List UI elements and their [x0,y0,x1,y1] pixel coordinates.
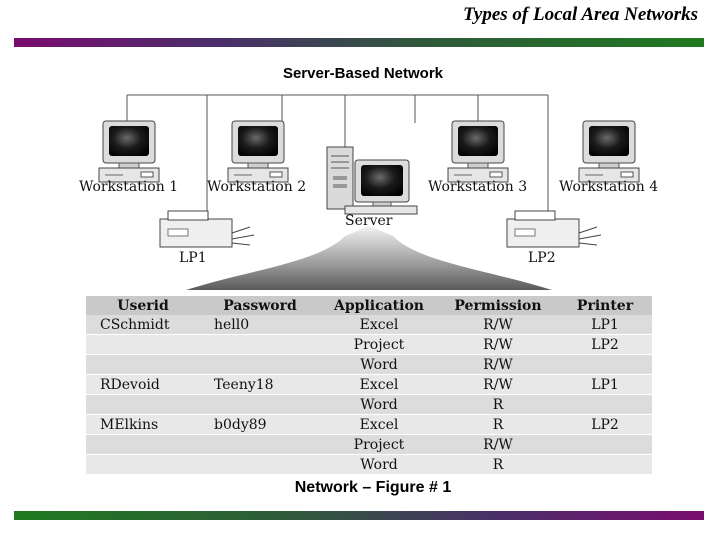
printer-cell [558,354,652,375]
table-row: MElkins b0dy89 Excel R LP2 [86,414,652,435]
slide-title: Types of Local Area Networks [463,4,698,25]
table-row: Project R/W LP2 [86,334,652,355]
table-row: Word R/W [86,354,652,375]
permission-cell: R [438,394,558,415]
permission-cell: R/W [438,374,558,395]
workstation-3-label: Workstation 3 [428,179,528,195]
application-cell: Word [320,454,438,475]
printer-cell: LP2 [558,414,652,435]
permissions-table: Userid Password Application Permission P… [86,296,652,475]
permission-cell: R/W [438,334,558,355]
password-cell [200,394,320,415]
password-cell [200,434,320,455]
workstation-4-label: Workstation 4 [559,179,659,195]
application-cell: Word [320,354,438,375]
top-divider-bar [14,38,704,47]
printer-cell [558,454,652,475]
diagram-heading: Server-Based Network [282,65,444,82]
workstation-4-computer-icon [578,120,640,183]
bottom-divider-bar [14,511,704,520]
permissions-table-container: Userid Password Application Permission P… [86,296,652,475]
column-header-password: Password [200,296,320,315]
workstation-1-label: Workstation 1 [79,179,179,195]
application-cell: Project [320,334,438,355]
userid-cell [86,394,200,415]
permission-cell: R/W [438,354,558,375]
table-row: Word R [86,454,652,475]
password-cell [200,334,320,355]
printer-lp1-icon [159,210,255,248]
password-cell [200,354,320,375]
password-cell: b0dy89 [200,414,320,435]
workstation-2-computer-icon [227,120,289,183]
server-computer-icon [326,146,418,215]
permission-cell: R [438,414,558,435]
printer-cell [558,434,652,455]
userid-cell [86,454,200,475]
permission-cell: R [438,454,558,475]
column-header-userid: Userid [86,296,200,315]
workstation-3-computer-icon [447,120,509,183]
application-cell: Project [320,434,438,455]
printer-cell: LP1 [558,374,652,395]
application-cell: Excel [320,414,438,435]
table-row: RDevoid Teeny18 Excel R/W LP1 [86,374,652,395]
printer-lp1-label: LP1 [179,250,207,266]
userid-cell: RDevoid [86,374,200,395]
table-row: Project R/W [86,434,652,455]
printer-cell: LP2 [558,334,652,355]
workstation-1-computer-icon [98,120,160,183]
table-header-row: Userid Password Application Permission P… [86,296,652,315]
column-header-application: Application [320,296,438,315]
userid-cell: MElkins [86,414,200,435]
workstation-2-label: Workstation 2 [207,179,307,195]
userid-cell: CSchmidt [86,315,200,335]
column-header-printer: Printer [558,296,652,315]
password-cell: Teeny18 [200,374,320,395]
application-cell: Word [320,394,438,415]
column-header-permission: Permission [438,296,558,315]
userid-cell [86,434,200,455]
server-label: Server [345,213,393,229]
printer-lp2-icon [506,210,602,248]
table-row: CSchmidt hell0 Excel R/W LP1 [86,315,652,335]
network-cables [126,94,549,213]
printer-cell [558,394,652,415]
printer-lp2-label: LP2 [528,250,556,266]
permission-cell: R/W [438,434,558,455]
printer-cell: LP1 [558,315,652,335]
upward-arrow-icon [186,226,552,290]
table-row: Word R [86,394,652,415]
figure-caption: Network – Figure # 1 [294,479,452,496]
application-cell: Excel [320,374,438,395]
password-cell: hell0 [200,315,320,335]
application-cell: Excel [320,315,438,335]
permission-cell: R/W [438,315,558,335]
userid-cell [86,334,200,355]
userid-cell [86,354,200,375]
password-cell [200,454,320,475]
